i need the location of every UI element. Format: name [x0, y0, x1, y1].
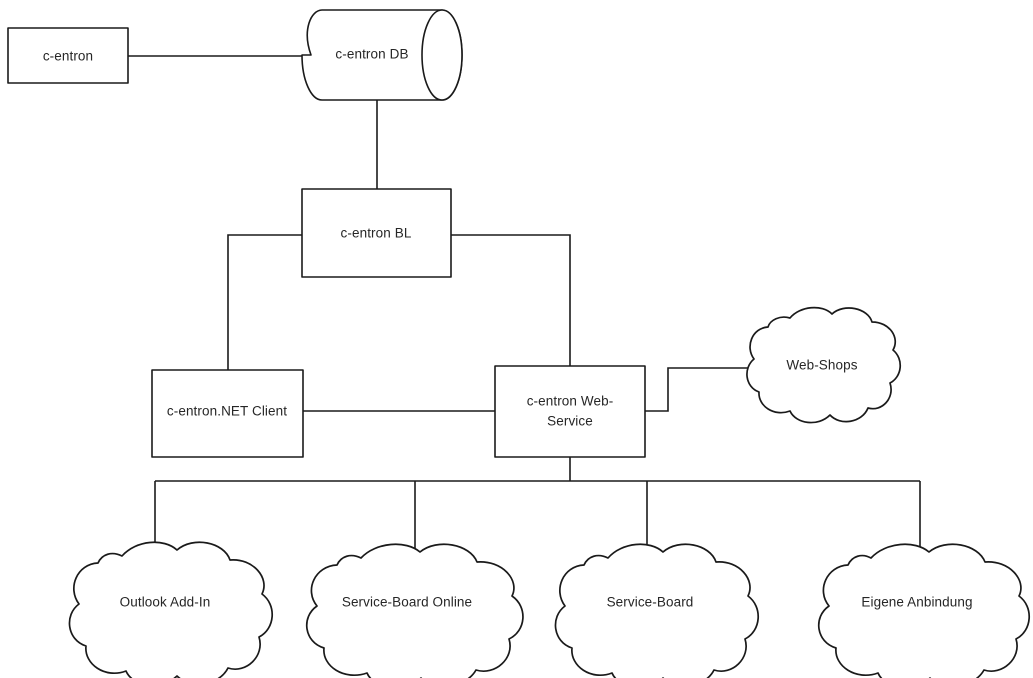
service-board-online-cloud[interactable]: [305, 543, 524, 678]
node-web-shops[interactable]: Web-Shops: [746, 306, 901, 424]
outlook-add-in-cloud[interactable]: [68, 541, 273, 678]
eigene-anbindung-cloud[interactable]: [817, 543, 1030, 678]
node-c-entron-db[interactable]: c-entron DB: [301, 9, 463, 101]
service-board-cloud[interactable]: [554, 543, 759, 678]
c-entron-web-service-label-line1: c-entron Web-: [527, 394, 614, 409]
node-service-board[interactable]: Service-Board: [554, 543, 759, 678]
c-entron-bl-label: c-entron BL: [341, 226, 412, 241]
connector-bl-to-web-service: [451, 234, 571, 366]
node-outlook-add-in[interactable]: Outlook Add-In: [68, 541, 273, 678]
node-c-entron[interactable]: c-entron: [7, 27, 129, 84]
node-c-entron-web-service[interactable]: c-entron Web- Service: [494, 365, 646, 458]
c-entron-net-client-box[interactable]: [151, 369, 304, 458]
service-board-online-label: Service-Board Online: [342, 595, 472, 610]
c-entron-db-label: c-entron DB: [335, 47, 408, 62]
c-entron-box[interactable]: [7, 27, 129, 84]
node-service-board-online[interactable]: Service-Board Online: [305, 543, 524, 678]
c-entron-web-service-label-line2: Service: [547, 414, 593, 429]
web-shops-label: Web-Shops: [786, 358, 857, 373]
outlook-add-in-label: Outlook Add-In: [120, 595, 211, 610]
eigene-anbindung-label: Eigene Anbindung: [861, 595, 972, 610]
node-c-entron-net-client[interactable]: c-entron.NET Client: [151, 369, 304, 458]
c-entron-label: c-entron: [43, 49, 93, 64]
connector-bl-to-net-client: [227, 234, 302, 370]
service-board-label: Service-Board: [607, 595, 694, 610]
connector-web-service-to-web-shops: [645, 367, 760, 412]
c-entron-web-service-box[interactable]: [494, 365, 646, 458]
node-eigene-anbindung[interactable]: Eigene Anbindung: [817, 543, 1030, 678]
c-entron-bl-box[interactable]: [301, 188, 452, 278]
node-c-entron-bl[interactable]: c-entron BL: [301, 188, 452, 278]
db-cylinder-cap-icon: [421, 9, 463, 101]
web-shops-cloud[interactable]: [746, 306, 901, 424]
c-entron-net-client-label: c-entron.NET Client: [167, 404, 287, 419]
